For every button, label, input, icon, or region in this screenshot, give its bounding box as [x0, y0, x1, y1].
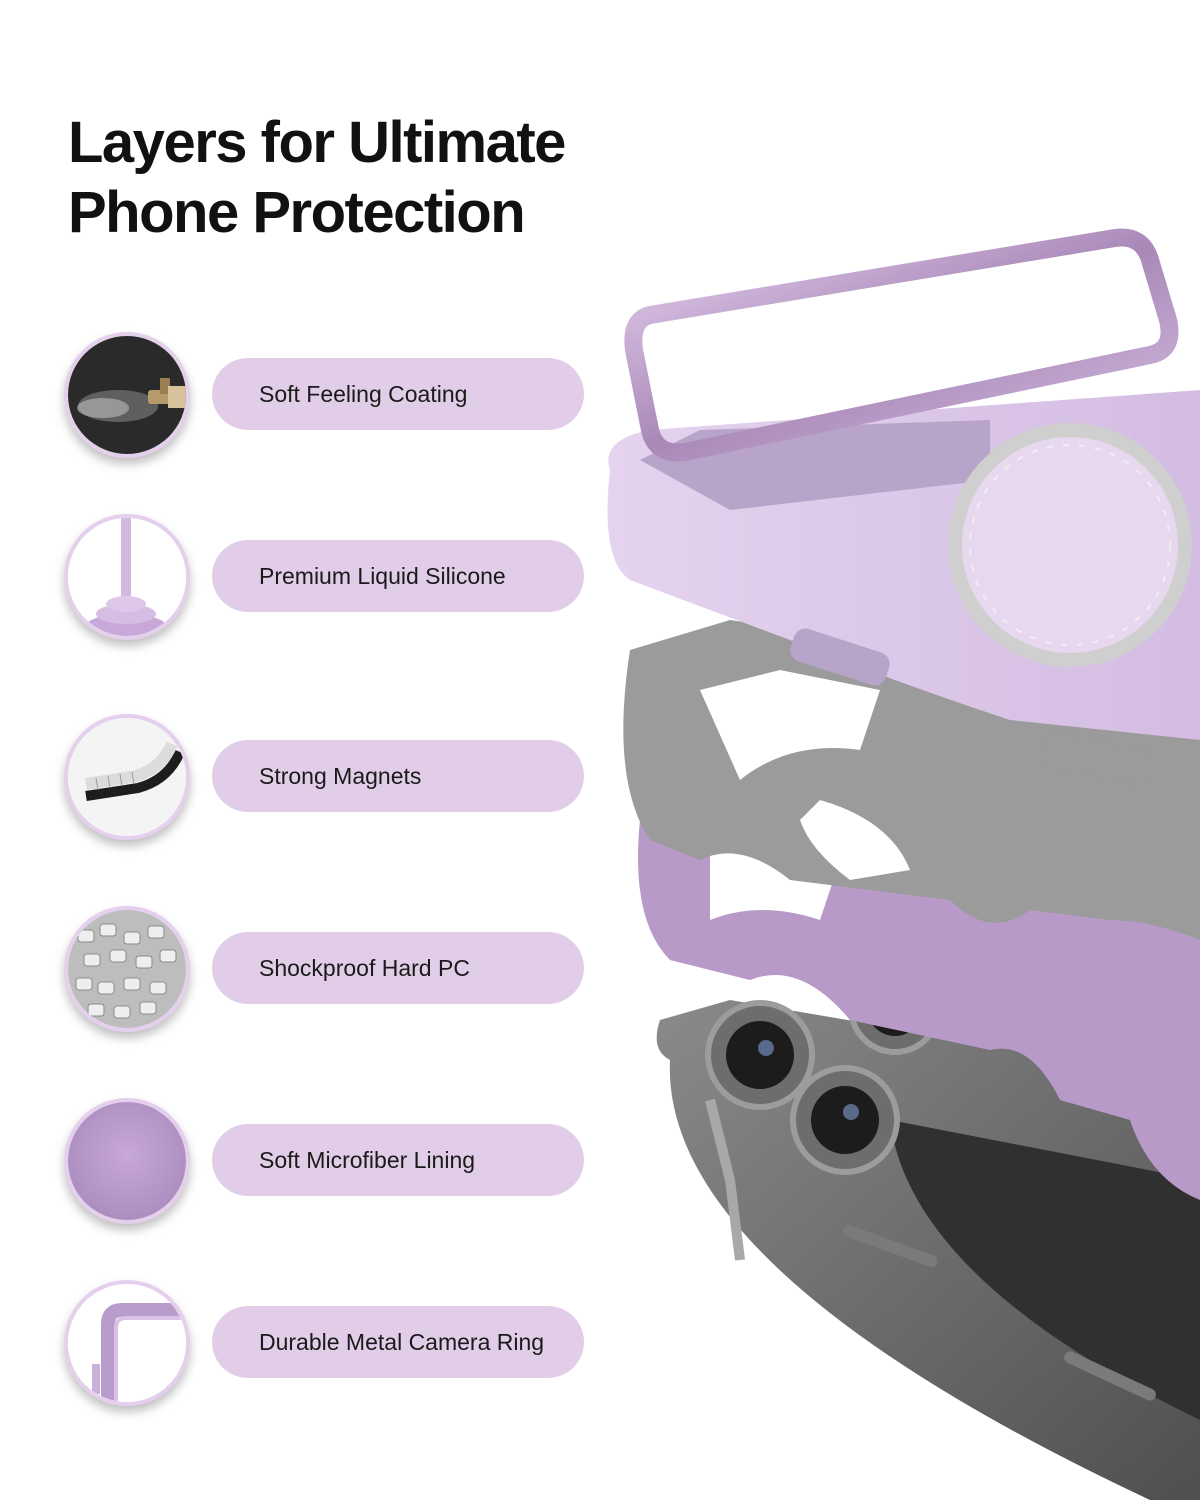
- feature-label: Soft Feeling Coating: [259, 380, 468, 407]
- feature-soft-feeling-coating: Soft Feeling Coating: [64, 332, 584, 458]
- silicone-case-layer: [607, 390, 1200, 785]
- feature-durable-metal-camera-ring: Durable Metal Camera Ring: [64, 1280, 584, 1406]
- exploded-case-illustration: [607, 228, 1200, 1500]
- camera-lens-icon: [790, 1065, 900, 1175]
- microfiber-icon: [64, 1098, 190, 1224]
- metal-camera-ring-layer: [624, 228, 1179, 462]
- spray-nozzle-icon: [64, 332, 190, 458]
- magnet-strip-icon: [64, 714, 190, 840]
- headline-line-1: Layers for Ultimate: [68, 110, 566, 175]
- feature-label-pill: Shockproof Hard PC: [212, 932, 584, 1004]
- pc-pellets-icon: [64, 906, 190, 1032]
- feature-label-pill: Premium Liquid Silicone: [212, 540, 584, 612]
- headline: Layers for Ultimate Phone Protection: [68, 108, 628, 248]
- feature-premium-liquid-silicone: Premium Liquid Silicone: [64, 514, 584, 640]
- headline-line-2: Phone Protection: [68, 180, 526, 245]
- camera-lens-icon: [705, 1000, 815, 1110]
- feature-label: Durable Metal Camera Ring: [259, 1328, 545, 1355]
- feature-label: Premium Liquid Silicone: [259, 562, 506, 589]
- feature-label-pill: Strong Magnets: [212, 740, 584, 812]
- feature-label: Shockproof Hard PC: [259, 954, 470, 981]
- magsafe-ring-icon: [948, 423, 1192, 667]
- feature-shockproof-hard-pc: Shockproof Hard PC: [64, 906, 584, 1032]
- feature-label: Soft Microfiber Lining: [259, 1146, 476, 1173]
- camera-ring-icon: [64, 1280, 190, 1406]
- feature-soft-microfiber-lining: Soft Microfiber Lining: [64, 1098, 584, 1224]
- feature-label-pill: Soft Feeling Coating: [212, 358, 584, 430]
- feature-strong-magnets: Strong Magnets: [64, 714, 584, 840]
- liquid-silicone-icon: [64, 514, 190, 640]
- feature-label-pill: Soft Microfiber Lining: [212, 1124, 584, 1196]
- feature-label: Strong Magnets: [259, 762, 422, 789]
- feature-label-pill: Durable Metal Camera Ring: [212, 1306, 584, 1378]
